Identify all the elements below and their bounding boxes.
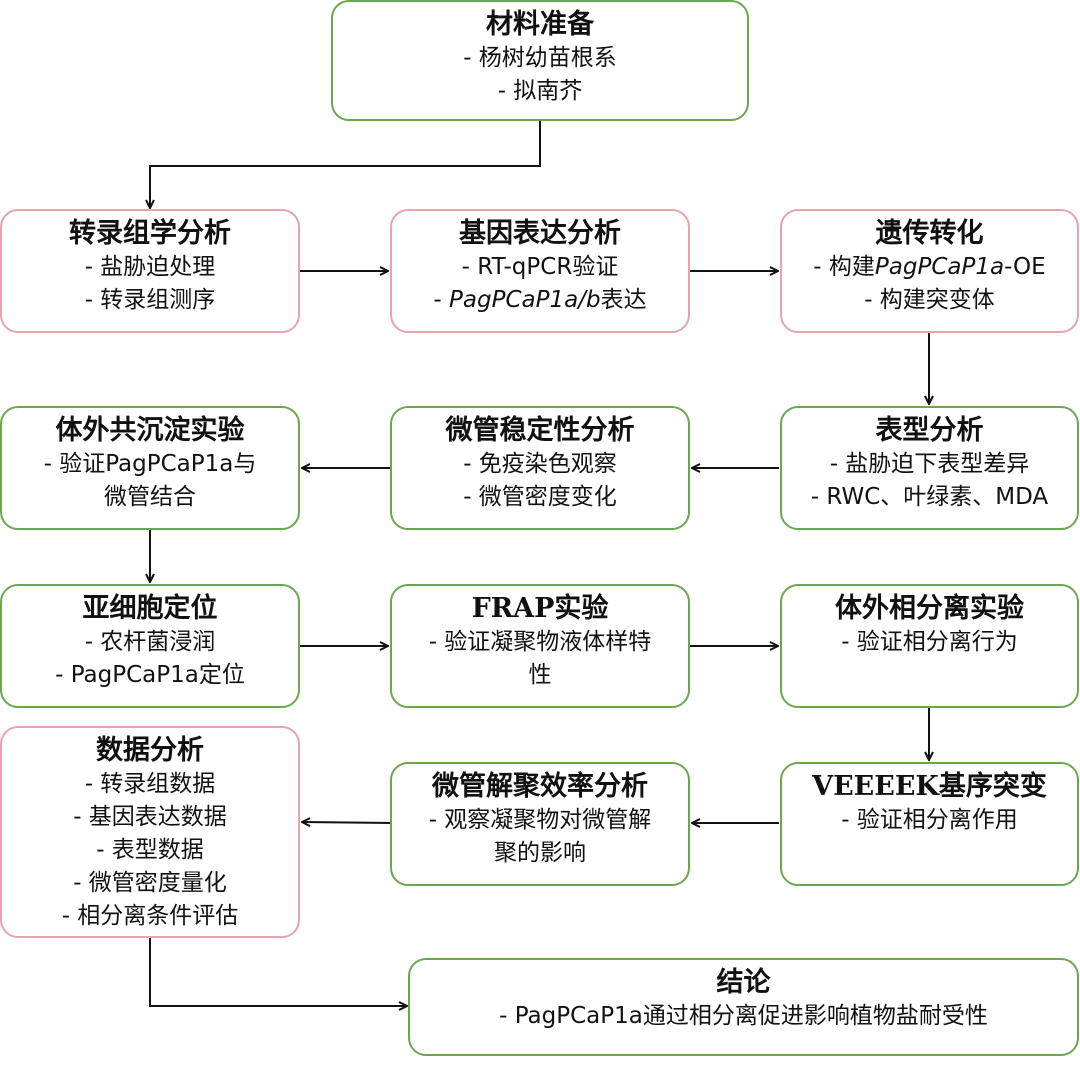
- node-gene-expr: 基因表达分析 - RT-qPCR验证 - PagPCaP1a/b表达: [390, 209, 690, 333]
- node-line: - 验证凝聚物液体样特: [428, 629, 652, 655]
- node-title: 基因表达分析: [459, 218, 621, 249]
- node-line: - PagPCaP1a通过相分离促进影响植物盐耐受性: [499, 1003, 988, 1029]
- node-line: 微管结合: [104, 484, 196, 510]
- node-line-rich: - PagPCaP1a/b表达: [433, 287, 647, 313]
- node-title: 数据分析: [96, 735, 204, 766]
- arrow-mt-depoly-to-data: [302, 822, 391, 823]
- node-transform: 遗传转化 - 构建PagPCaP1a-OE - 构建突变体: [780, 209, 1079, 333]
- node-line: - 盐胁迫下表型差异: [829, 451, 1030, 477]
- node-line: - 构建突变体: [864, 287, 995, 313]
- node-cosediment: 体外共沉淀实验 - 验证PagPCaP1a与 微管结合: [0, 406, 300, 530]
- node-materials: 材料准备 - 杨树幼苗根系 - 拟南芥: [331, 0, 749, 121]
- node-line: - 观察凝聚物对微管解: [428, 807, 652, 833]
- arrow-data-to-conclusion: [149, 938, 407, 1006]
- node-line: - 验证相分离行为: [841, 629, 1018, 655]
- node-line: - 转录组测序: [84, 287, 216, 313]
- node-line: - 微管密度变化: [463, 484, 617, 510]
- node-line: - 基因表达数据: [73, 804, 227, 830]
- node-line: - 微管密度量化: [73, 870, 227, 896]
- node-line: - PagPCaP1a定位: [55, 662, 245, 688]
- node-title: 表型分析: [875, 415, 984, 446]
- node-title: 材料准备: [486, 9, 594, 40]
- node-title: 微管稳定性分析: [445, 415, 635, 446]
- node-title: FRAP实验: [471, 593, 609, 624]
- node-title: 结论: [716, 967, 771, 998]
- node-mt-stability: 微管稳定性分析 - 免疫染色观察 - 微管密度变化: [390, 406, 690, 530]
- node-line: - 验证PagPCaP1a与: [43, 451, 257, 477]
- node-frap: FRAP实验 - 验证凝聚物液体样特 性: [390, 584, 690, 708]
- node-line-rich: - 构建PagPCaP1a-OE: [813, 254, 1046, 280]
- node-line: 聚的影响: [494, 840, 586, 866]
- node-line: - 杨树幼苗根系: [463, 45, 617, 71]
- node-line: - 相分离条件评估: [61, 903, 239, 929]
- node-title: VEEEEK基序突变: [812, 771, 1047, 802]
- node-line: - 验证相分离作用: [841, 807, 1018, 833]
- node-subcellular: 亚细胞定位 - 农杆菌浸润 - PagPCaP1a定位: [0, 584, 300, 708]
- node-title: 遗传转化: [875, 218, 984, 249]
- node-line: - 免疫染色观察: [463, 451, 617, 477]
- node-veeeek: VEEEEK基序突变 - 验证相分离作用: [780, 762, 1079, 886]
- node-mt-depoly: 微管解聚效率分析 - 观察凝聚物对微管解 聚的影响: [390, 762, 690, 886]
- node-phenotype: 表型分析 - 盐胁迫下表型差异 - RWC、叶绿素、MDA: [780, 406, 1079, 530]
- node-title: 转录组学分析: [69, 218, 231, 249]
- node-conclusion: 结论 - PagPCaP1a通过相分离促进影响植物盐耐受性: [408, 958, 1079, 1056]
- node-line: - RWC、叶绿素、MDA: [810, 484, 1049, 510]
- node-title: 体外相分离实验: [835, 593, 1024, 624]
- node-line: - 盐胁迫处理: [84, 254, 216, 280]
- node-title: 体外共沉淀实验: [55, 415, 245, 446]
- node-line: - 转录组数据: [84, 771, 216, 797]
- node-line: - 农杆菌浸润: [84, 629, 216, 655]
- node-title: 微管解聚效率分析: [432, 771, 648, 802]
- node-line: - RT-qPCR验证: [461, 254, 619, 280]
- node-transcriptome: 转录组学分析 - 盐胁迫处理 - 转录组测序: [0, 209, 300, 333]
- node-phase-sep: 体外相分离实验 - 验证相分离行为: [780, 584, 1079, 708]
- node-line: - 拟南芥: [497, 78, 583, 104]
- node-title: 亚细胞定位: [82, 593, 218, 624]
- node-line: 性: [528, 662, 552, 688]
- node-data-analysis: 数据分析 - 转录组数据 - 基因表达数据 - 表型数据 - 微管密度量化 - …: [0, 726, 300, 938]
- node-line: - 表型数据: [96, 837, 204, 863]
- arrow-materials-to-transcriptome: [150, 121, 541, 208]
